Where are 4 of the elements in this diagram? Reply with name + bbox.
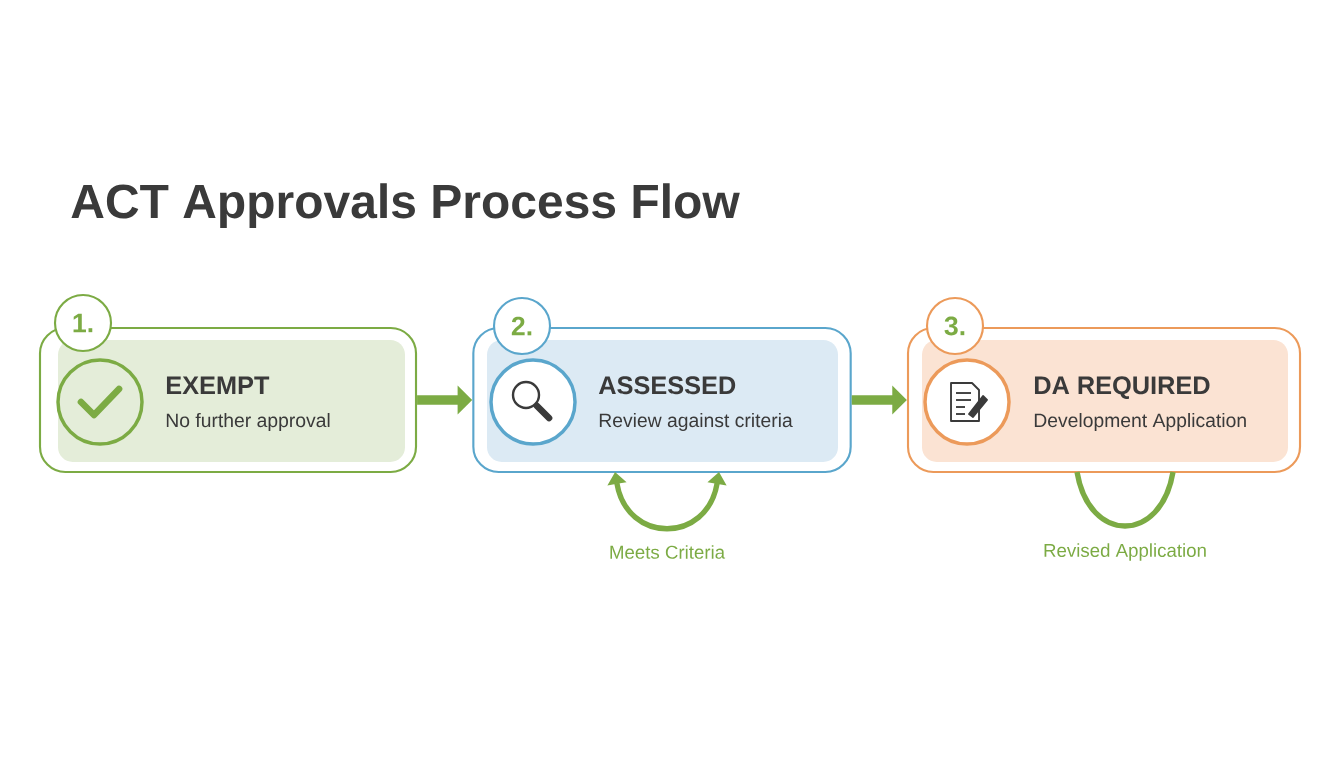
step-number: 3.: [925, 296, 985, 356]
title: ACT Approvals Process Flow: [71, 183, 740, 228]
step-number: 2.: [492, 296, 552, 356]
step-number: 1.: [53, 293, 113, 353]
